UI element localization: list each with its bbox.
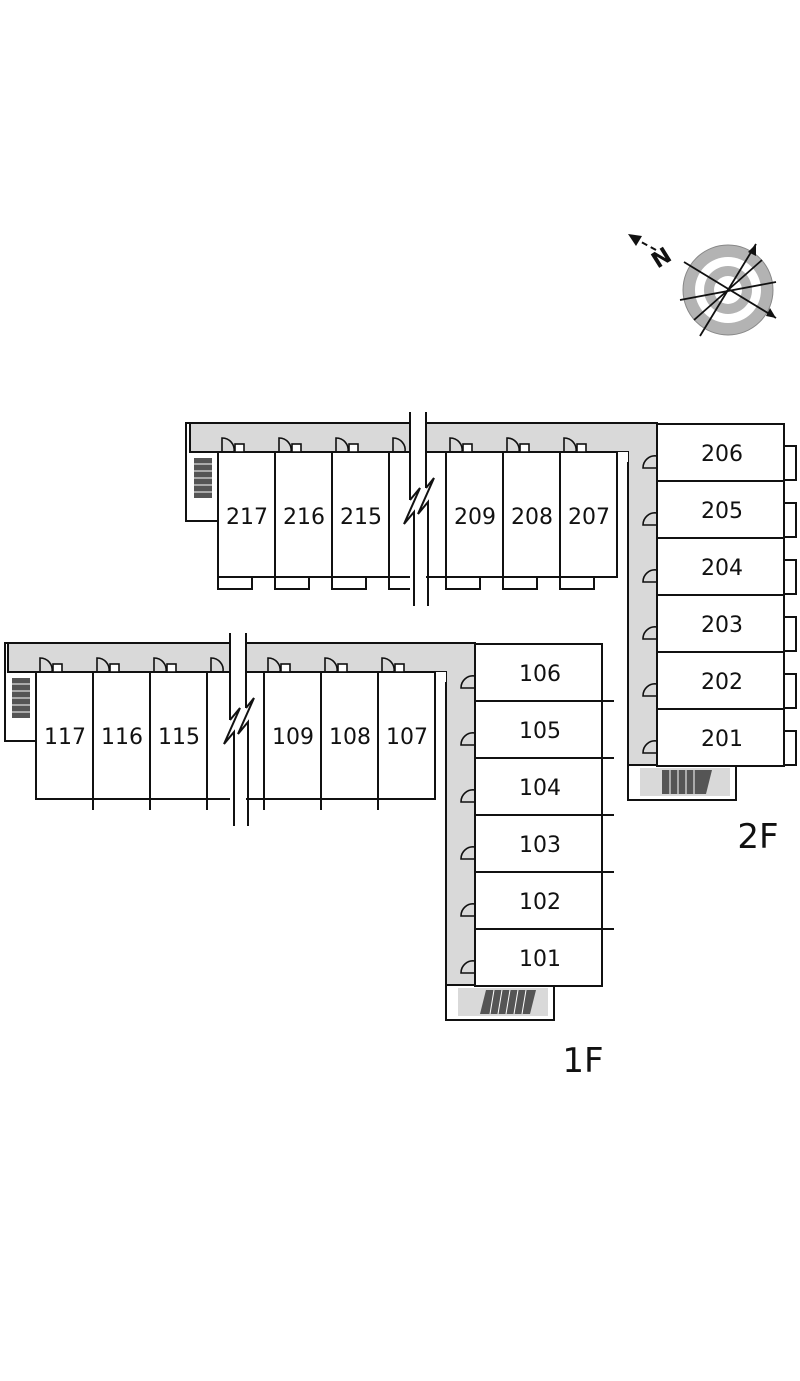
room-label-102: 102 xyxy=(519,890,561,915)
room-label-105: 105 xyxy=(519,719,561,744)
stairs-icon xyxy=(12,678,30,718)
room-217 xyxy=(217,451,276,578)
room-label-215: 215 xyxy=(340,505,382,530)
break-line-1f xyxy=(223,633,255,827)
floor-1-plan: 117 116 115 109 108 107 106 105 104 103 … xyxy=(4,633,614,1081)
compass-rose-icon xyxy=(628,234,777,337)
doors-2f-row xyxy=(221,437,587,453)
column-rooms-1f xyxy=(474,643,603,987)
room-101 xyxy=(474,928,603,987)
balconies-2f-column xyxy=(783,445,797,766)
room-209 xyxy=(445,451,504,578)
room-105 xyxy=(474,700,603,759)
room-label-209: 209 xyxy=(454,505,496,530)
doors-2f-column xyxy=(642,455,658,754)
room-109 xyxy=(263,671,322,800)
room-102 xyxy=(474,871,603,930)
room-label-117: 117 xyxy=(44,725,86,750)
room-106 xyxy=(474,643,603,702)
floor-label-2f: 2F xyxy=(737,817,778,857)
room-label-206: 206 xyxy=(701,442,743,467)
stairs-icon xyxy=(662,770,712,794)
room-label-101: 101 xyxy=(519,947,561,972)
room-label-115: 115 xyxy=(158,725,200,750)
wall-ticks-1f-column xyxy=(602,700,614,930)
room-label-103: 103 xyxy=(519,833,561,858)
stairs-icon xyxy=(194,458,212,498)
room-label-104: 104 xyxy=(519,776,561,801)
doors-1f-row xyxy=(39,657,405,673)
room-label-203: 203 xyxy=(701,613,743,638)
room-label-116: 116 xyxy=(101,725,143,750)
room-201 xyxy=(656,708,785,767)
room-label-202: 202 xyxy=(701,670,743,695)
room-label-216: 216 xyxy=(283,505,325,530)
room-207 xyxy=(559,451,618,578)
room-116 xyxy=(92,671,151,800)
room-215 xyxy=(331,451,390,578)
room-204 xyxy=(656,537,785,596)
room-label-208: 208 xyxy=(511,505,553,530)
room-label-204: 204 xyxy=(701,556,743,581)
room-label-106: 106 xyxy=(519,662,561,687)
room-label-201: 201 xyxy=(701,727,743,752)
room-label-205: 205 xyxy=(701,499,743,524)
room-label-107: 107 xyxy=(386,725,428,750)
doors-1f-column xyxy=(460,675,476,974)
break-line-2f xyxy=(403,412,435,606)
column-rooms-2f xyxy=(656,423,785,767)
room-label-108: 108 xyxy=(329,725,371,750)
room-label-109: 109 xyxy=(272,725,314,750)
room-108 xyxy=(320,671,379,800)
room-107 xyxy=(377,671,436,800)
room-104 xyxy=(474,757,603,816)
floor-label-1f: 1F xyxy=(562,1041,603,1081)
balconies-2f-row xyxy=(217,576,595,590)
floor-2-plan: 217 216 215 209 208 207 206 205 204 203 … xyxy=(185,412,797,857)
room-label-217: 217 xyxy=(226,505,268,530)
room-205 xyxy=(656,480,785,539)
room-label-207: 207 xyxy=(568,505,610,530)
stairs-icon xyxy=(480,989,536,1015)
wall-ticks-1f-row xyxy=(92,799,379,810)
